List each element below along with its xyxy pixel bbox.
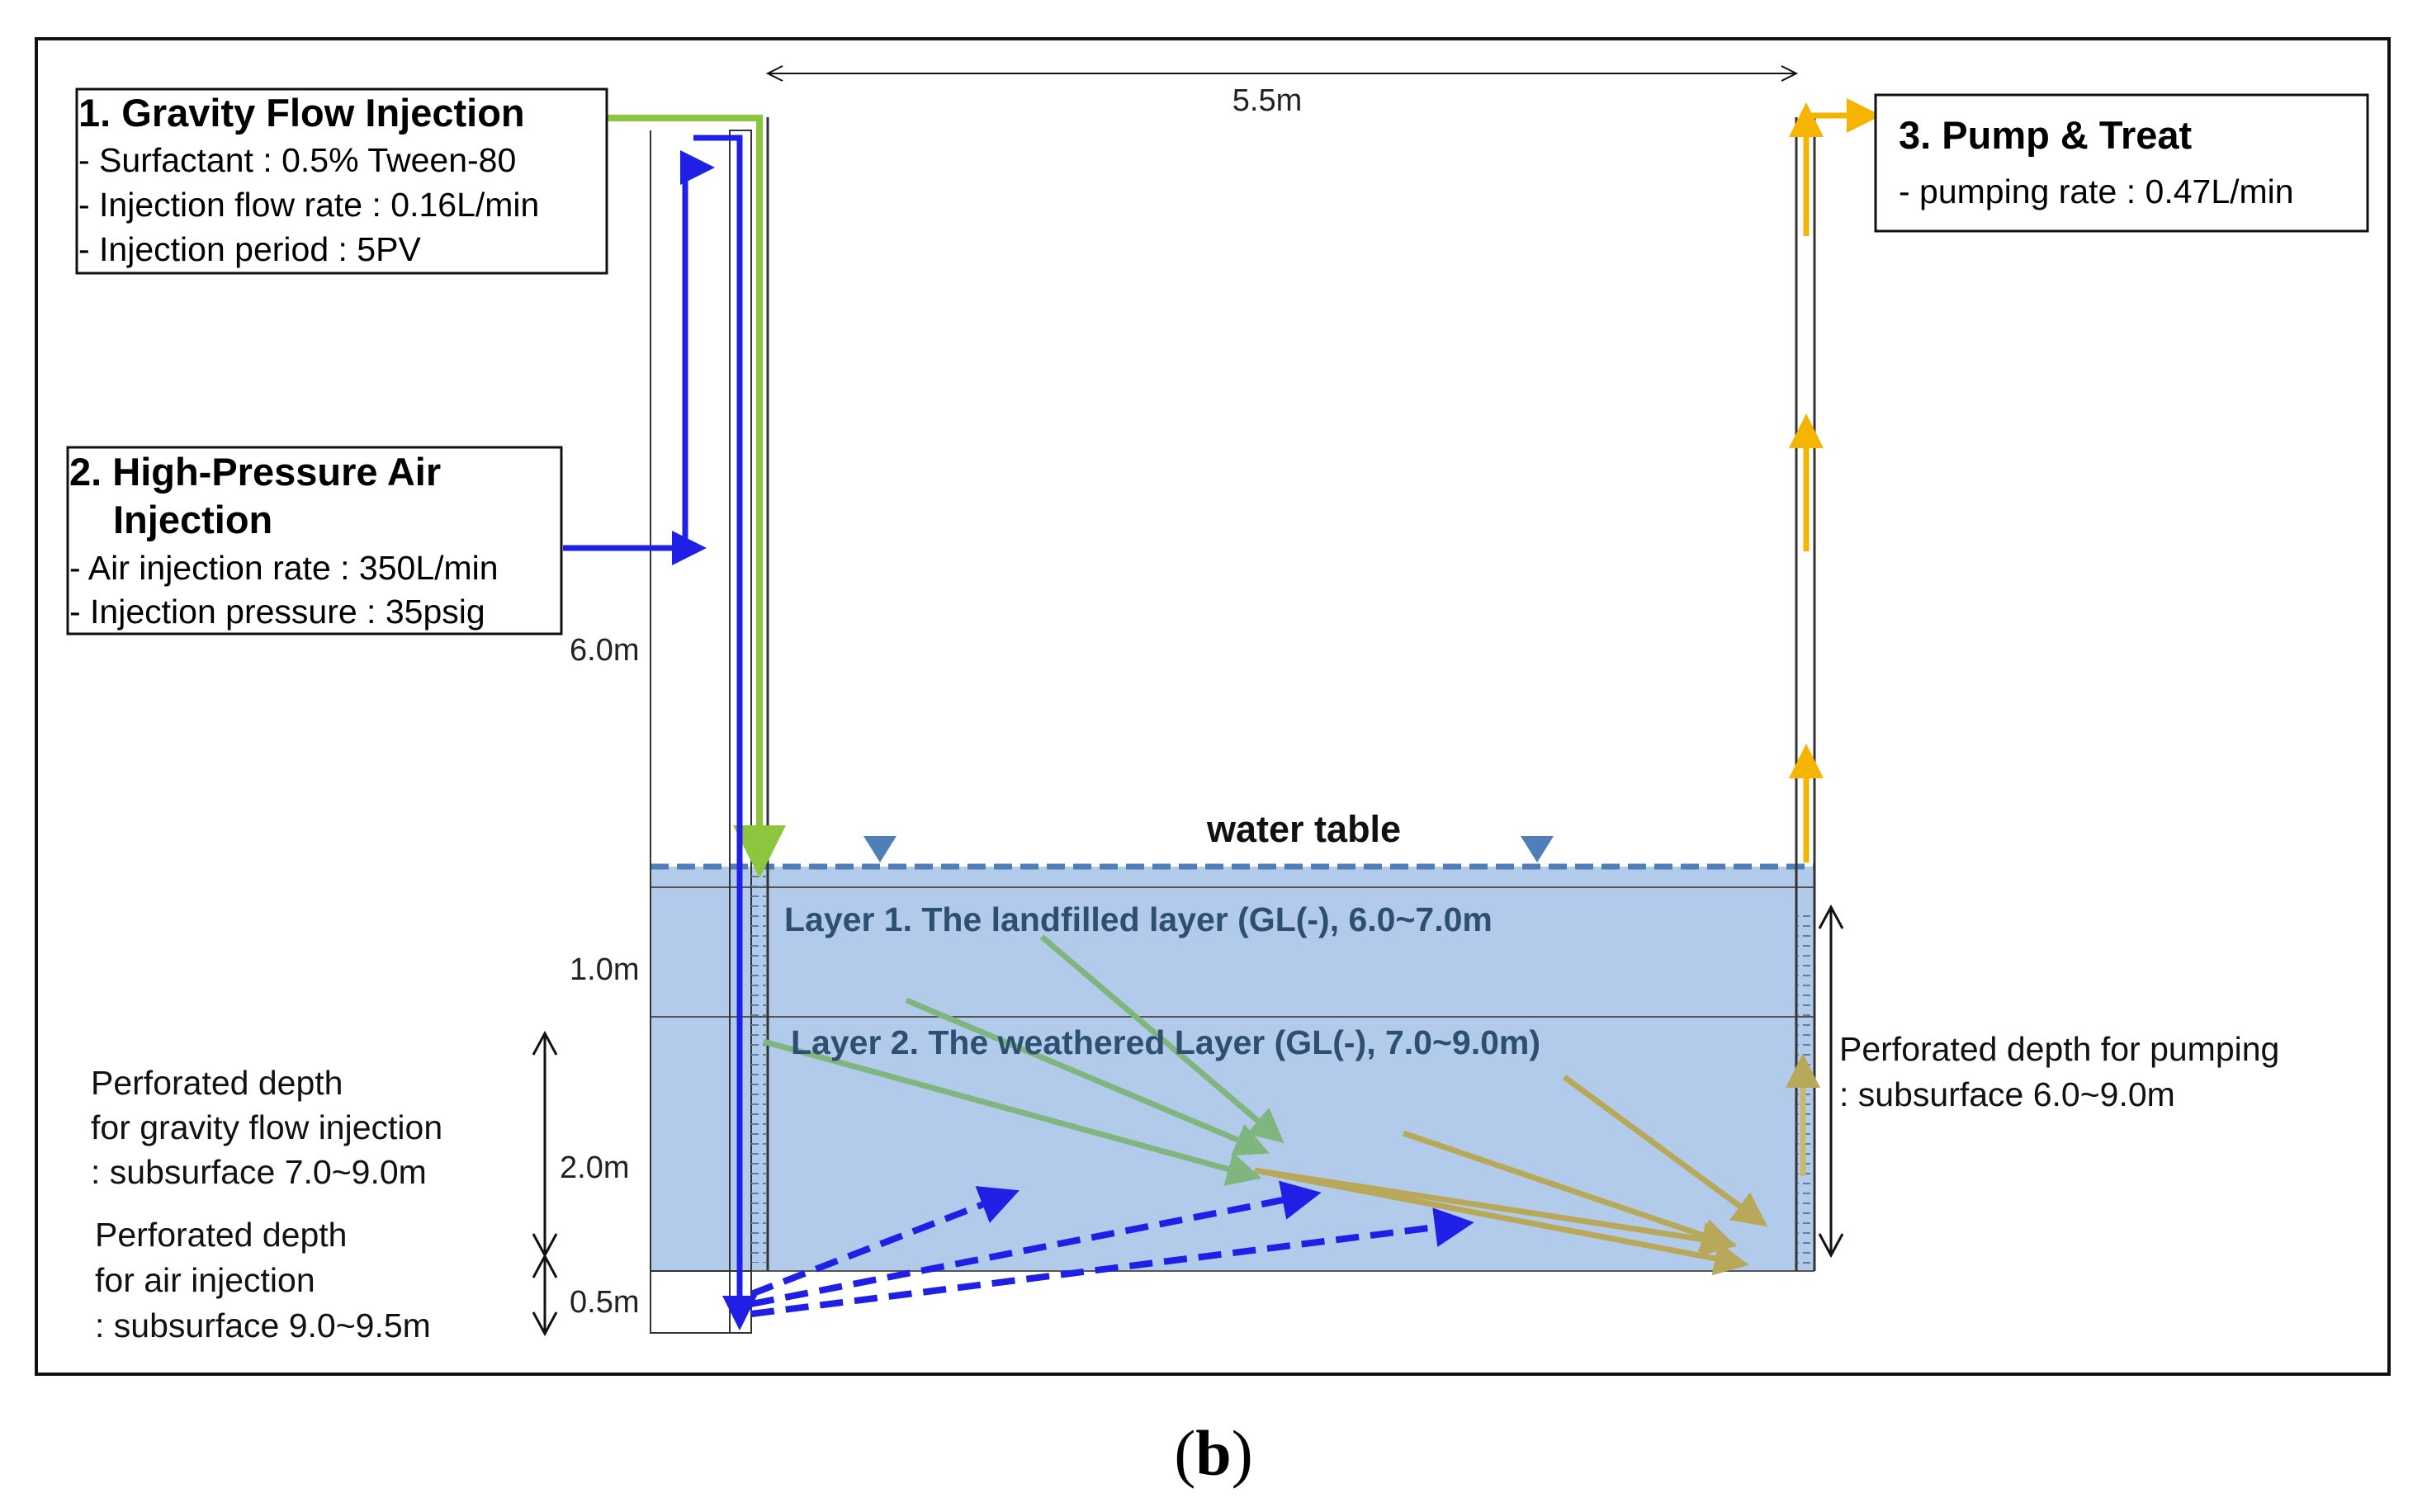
width-dimension-label: 5.5m <box>1232 83 1302 118</box>
injection-screen-ticks <box>751 875 766 1263</box>
pump-treat-info-box: 3. Pump & Treat - pumping rate : 0.47L/m… <box>1874 93 2369 233</box>
air-dispersion-arrow-2 <box>750 1180 1322 1307</box>
gravity-flow-info-box: 1. Gravity Flow Injection - Surfactant :… <box>75 87 608 275</box>
gravity-note-line-1: Perforated depth <box>91 1064 343 1102</box>
contaminant-flow-arrow-2 <box>1402 1130 1737 1252</box>
well-bottom-extension <box>650 1270 752 1334</box>
pump-note-line-2: : subsurface 6.0~9.0m <box>1839 1075 2175 1113</box>
water-table-label: water table <box>1206 808 1401 850</box>
pump-box-line-1: - pumping rate : 0.47L/min <box>1899 172 2294 210</box>
surfactant-flow-arrows <box>763 934 1768 1276</box>
depth-label-bottom: 0.5m <box>570 1285 639 1320</box>
surfactant-flow-arrow-3 <box>763 1038 1262 1186</box>
gravity-perforation-dimension <box>532 1030 558 1259</box>
water-table-marker-left <box>863 836 897 862</box>
depth-label-unsaturated: 6.0m <box>570 633 639 668</box>
air-injection-info-box: 2. High-Pressure Air Injection - Air inj… <box>66 446 563 636</box>
saturated-zone <box>651 867 1814 1271</box>
layer2-label: Layer 2. The weathered Layer (GL(-), 7.0… <box>791 1023 1540 1061</box>
air-dispersion-arrow-1 <box>750 1186 1020 1297</box>
pump-note-line-1: Perforated depth for pumping <box>1839 1030 2279 1068</box>
contaminant-flow-arrow-4 <box>1562 1075 1768 1227</box>
air-perforation-dimension <box>532 1253 558 1337</box>
air-note-line-1: Perforated depth <box>95 1216 347 1254</box>
layer1-label: Layer 1. The landfilled layer (GL(-), 6.… <box>784 900 1493 938</box>
surfactant-flow-arrow-2 <box>905 997 1270 1156</box>
gravity-box-line-1: - Surfactant : 0.5% Tween-80 <box>78 141 516 179</box>
air-dispersion-arrow-3 <box>750 1207 1474 1317</box>
gravity-box-line-3: - Injection period : 5PV <box>78 230 421 268</box>
pump-perforation-dimension <box>1818 904 1844 1259</box>
air-box-line-2: - Injection pressure : 35psig <box>69 593 485 631</box>
air-box-title-line-1: 2. High-Pressure Air <box>69 450 441 494</box>
air-note-line-3: : subsurface 9.0~9.5m <box>95 1306 431 1344</box>
gravity-perforation-note: Perforated depth for gravity flow inject… <box>91 1064 442 1191</box>
pump-perforation-note: Perforated depth for pumping : subsurfac… <box>1839 1030 2279 1113</box>
gravity-note-line-2: for gravity flow injection <box>91 1108 442 1146</box>
surfactant-flow-arrow-1 <box>1039 934 1284 1144</box>
depth-label-layer1: 1.0m <box>570 952 639 987</box>
water-table-marker-right <box>1521 836 1554 862</box>
air-injection-arrow-2 <box>693 135 757 1330</box>
pump-box-title: 3. Pump & Treat <box>1899 113 2193 157</box>
figure-caption: (b) <box>1174 1417 1252 1489</box>
width-arrow-right <box>1781 65 1799 82</box>
air-box-title-line-2: Injection <box>113 498 272 541</box>
gravity-box-title: 1. Gravity Flow Injection <box>78 91 525 135</box>
air-injection-pipe <box>680 150 715 548</box>
width-arrow-left <box>765 65 783 82</box>
gravity-flow-arrow <box>599 115 786 878</box>
air-note-line-2: for air injection <box>95 1261 315 1299</box>
air-dispersion-arrows <box>750 1180 1474 1317</box>
depth-label-layer2: 2.0m <box>560 1151 629 1185</box>
outer-frame <box>35 37 2391 1376</box>
air-box-line-1: - Air injection rate : 350L/min <box>69 549 499 587</box>
contaminant-flow-arrow-3 <box>1254 1167 1749 1276</box>
gravity-box-line-2: - Injection flow rate : 0.16L/min <box>78 186 539 224</box>
gravity-note-line-3: : subsurface 7.0~9.0m <box>91 1153 427 1191</box>
air-perforation-note: Perforated depth for air injection : sub… <box>95 1216 431 1344</box>
